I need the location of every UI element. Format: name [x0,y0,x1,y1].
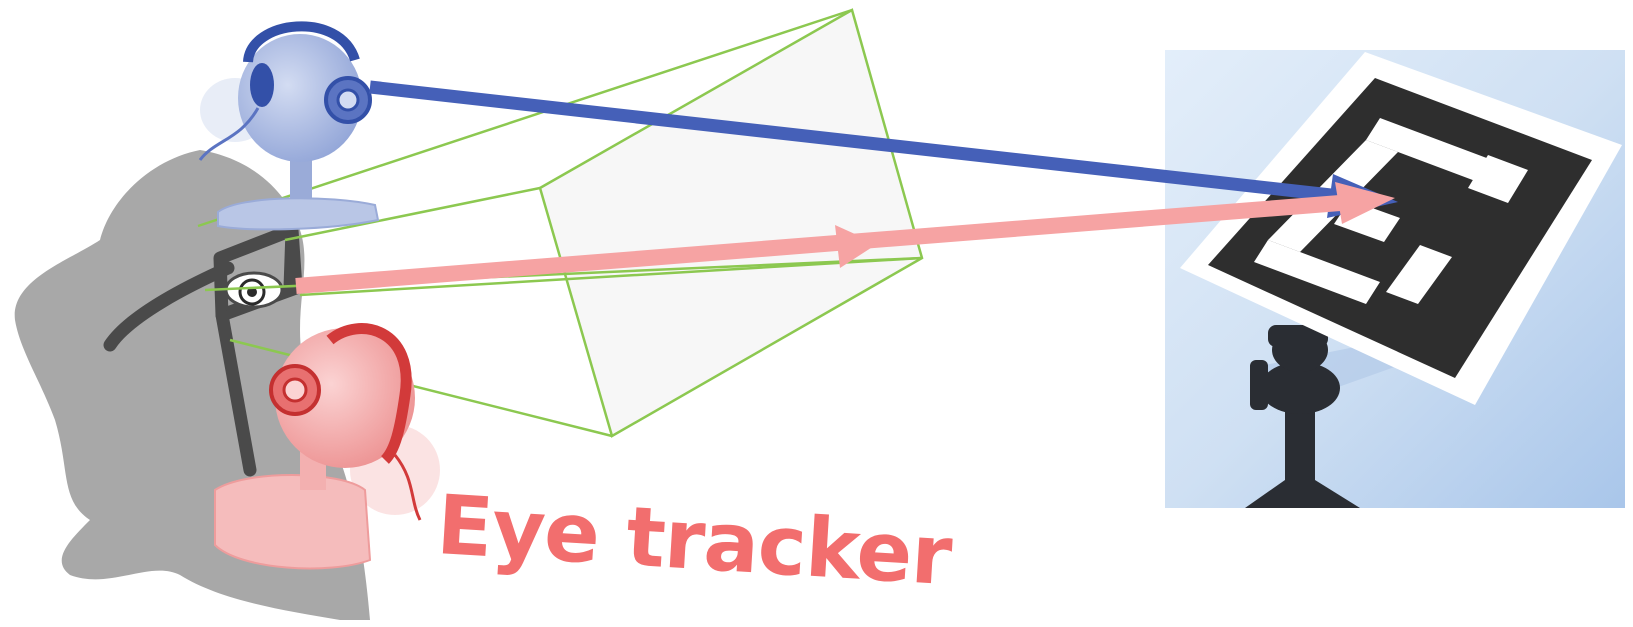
eye-icon [226,273,282,307]
marker-photo [1165,50,1625,508]
image-plane [540,10,922,436]
